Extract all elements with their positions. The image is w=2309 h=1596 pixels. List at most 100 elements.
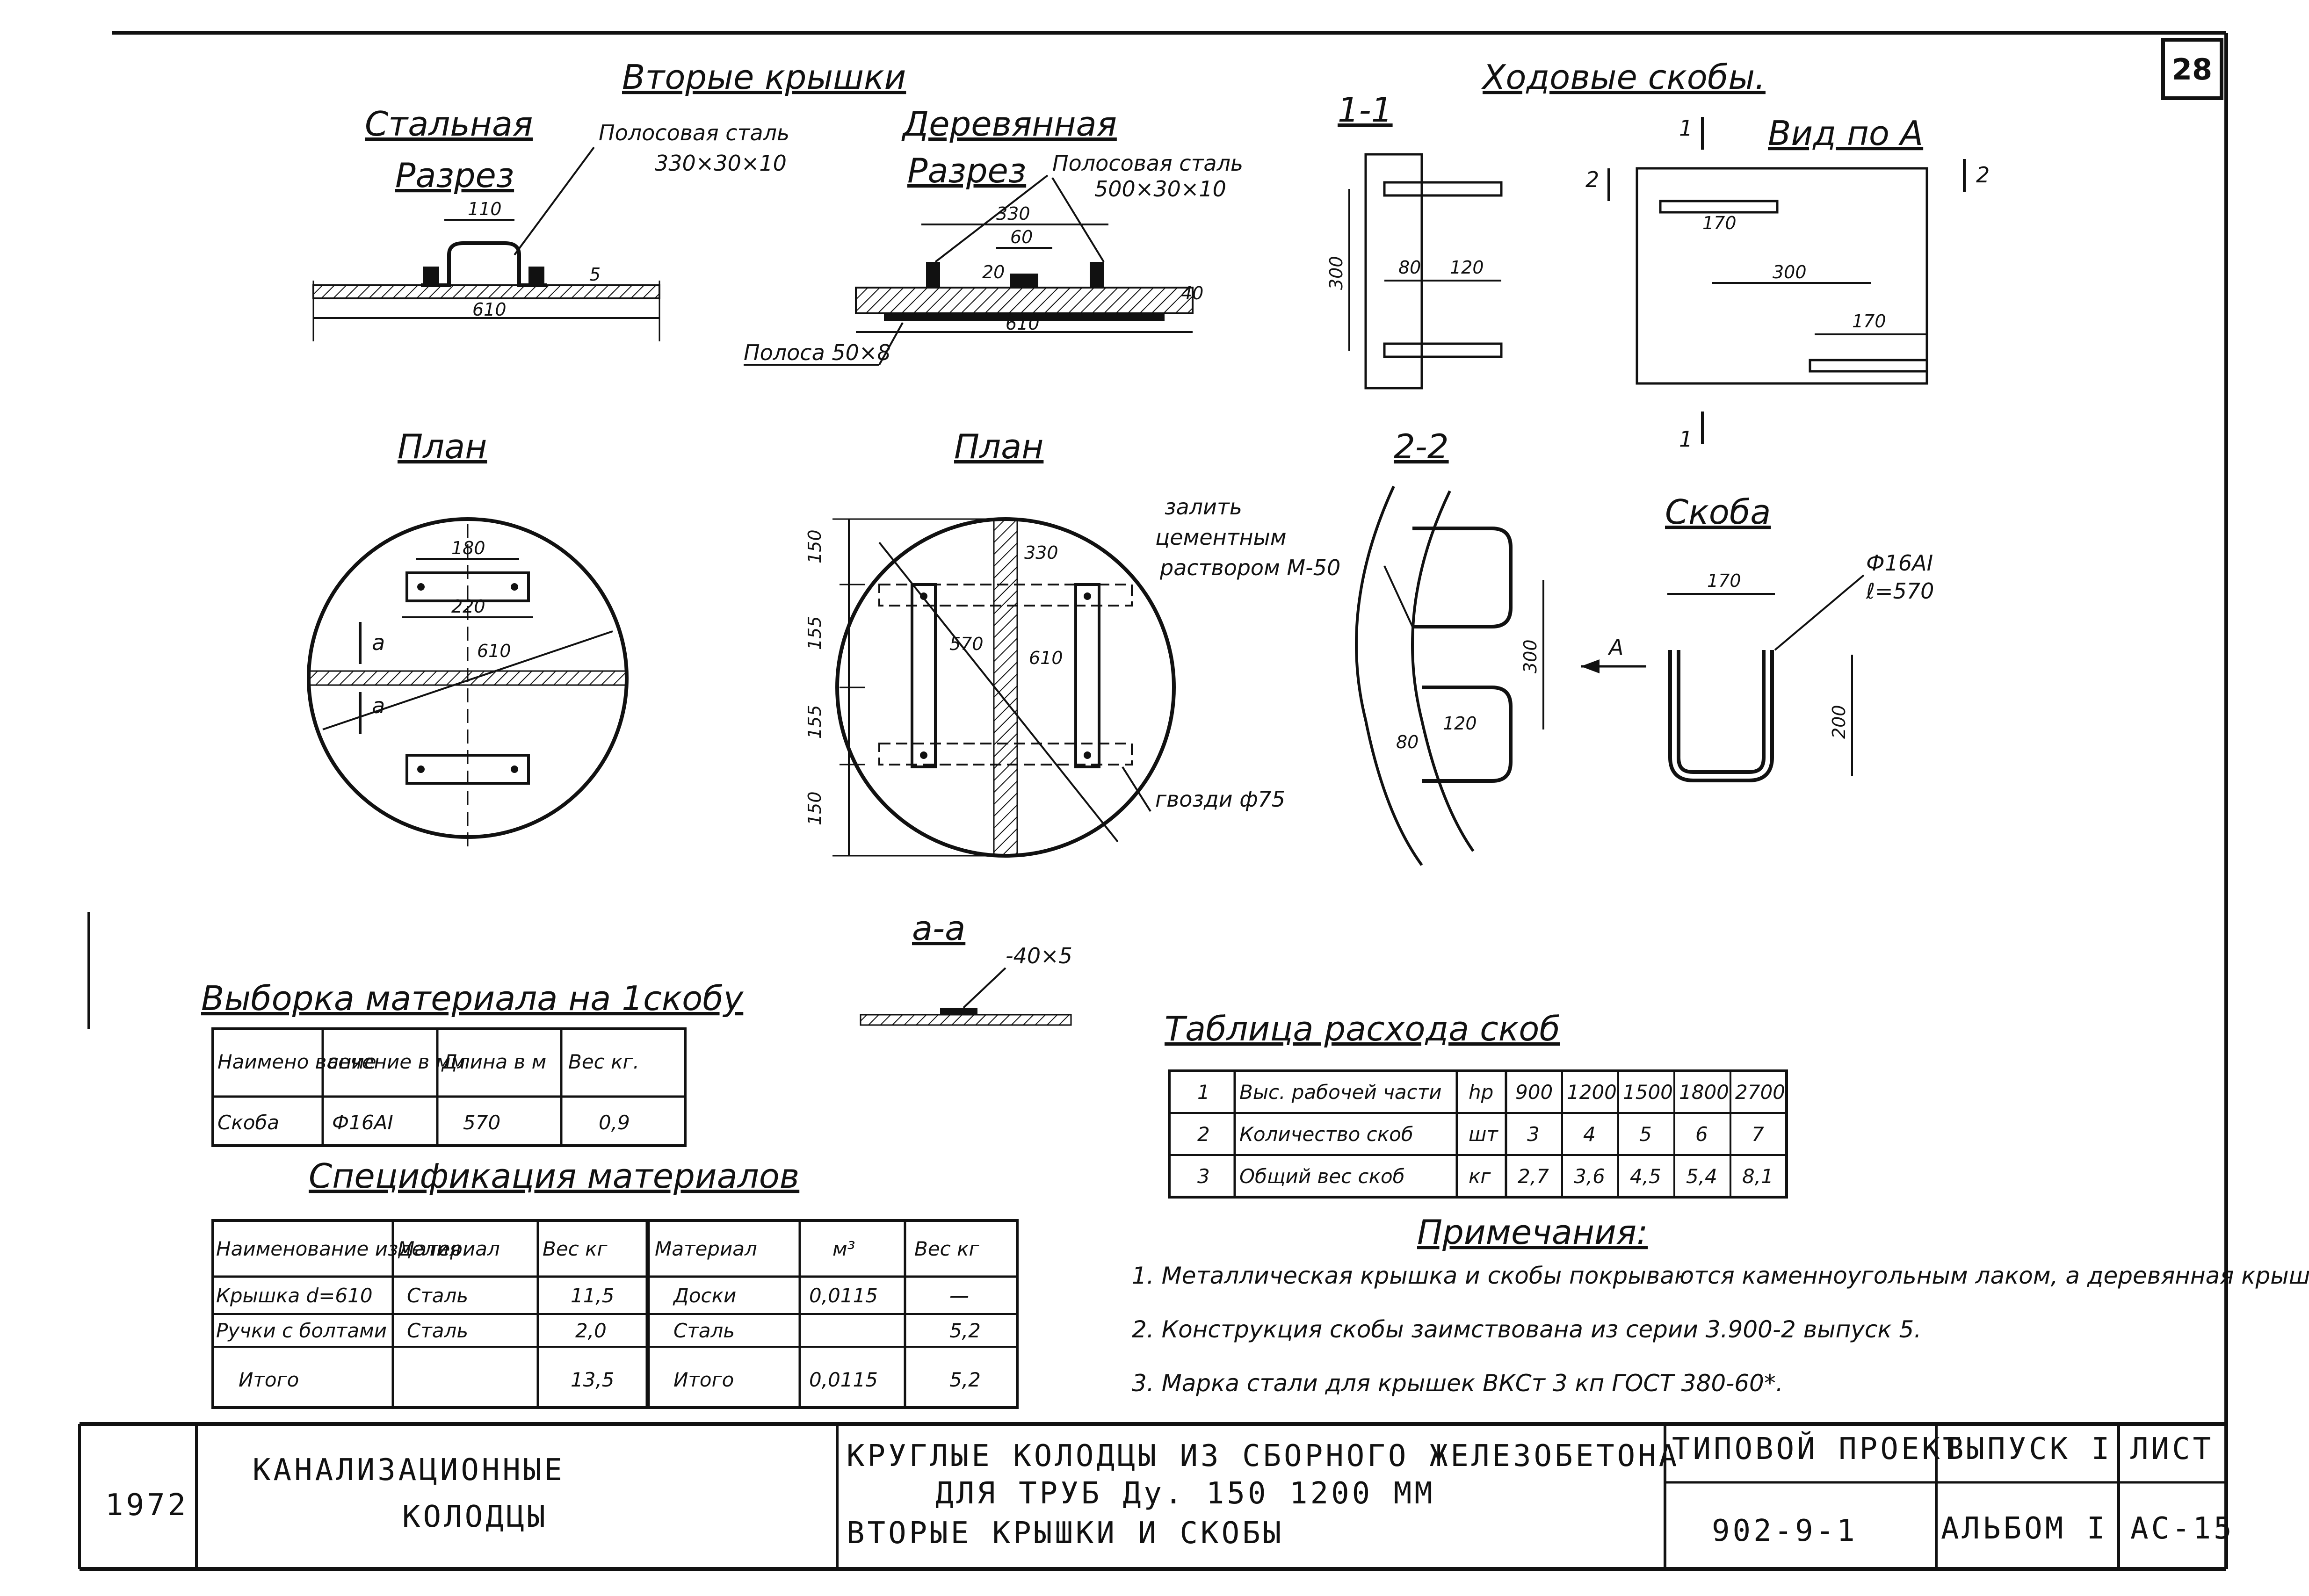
- rung-material-header-name: Наимено вание: [217, 1050, 376, 1073]
- title-album-label: АЛЬБОМ I: [1941, 1511, 2107, 1546]
- consumption-r2-label: Количество скоб: [1239, 1123, 1413, 1146]
- section-2-2-arrow-a: А: [1607, 635, 1623, 660]
- view-a-cut-1-bottom: 1: [1679, 426, 1693, 452]
- steel-section-label: Разрез: [395, 156, 514, 195]
- rung-material-cell-weight: 0,9: [599, 1111, 630, 1134]
- spec-r2-item: Ручки с болтами: [216, 1319, 387, 1342]
- section-2-2-note-line3: раствором М-50: [1159, 555, 1340, 580]
- spec-r3-weight-2: 5,2: [949, 1368, 981, 1391]
- rung-dim-200: 200: [1829, 705, 1849, 739]
- steel-strip-size: 330×30×10: [655, 151, 787, 176]
- wood-cover-title: Деревянная: [901, 104, 1117, 144]
- steel-dim-110: 110: [468, 199, 502, 219]
- consumption-r2-unit: шт: [1469, 1123, 1498, 1146]
- section-2-2-note-line1: залить: [1165, 494, 1242, 520]
- consumption-r1-v5: 2700: [1735, 1081, 1785, 1104]
- consumption-r1-v4: 1800: [1679, 1081, 1729, 1104]
- section-2-2-dim-80: 80: [1396, 732, 1419, 752]
- section-a-a-label: -40×5: [1006, 943, 1072, 968]
- rung-material-table: Выборка материала на 1скобу Наимено вани…: [201, 979, 744, 1147]
- rung-material-header-section: сечение в мм: [327, 1050, 465, 1073]
- note-2: 2. Конструкция скобы заимствована из сер…: [1132, 1316, 1921, 1343]
- title-sheet-label: ЛИСТ: [2130, 1432, 2214, 1466]
- notes-block: Примечания: 1. Металлическая крышка и ск…: [1132, 1213, 2309, 1397]
- spec-r1-weight-2: —: [949, 1284, 969, 1307]
- consumption-r3-v2: 3,6: [1574, 1165, 1605, 1188]
- title-year: 1972: [105, 1488, 188, 1523]
- wood-plan-nails-label: гвозди ф75: [1155, 787, 1285, 812]
- title-org-line1: КАНАЛИЗАЦИОННЫЕ: [253, 1453, 565, 1488]
- wood-dim-610: 610: [1006, 313, 1040, 334]
- rung-material-header-weight: Вес кг.: [568, 1050, 639, 1073]
- spec-header-item: Наименование изделия: [216, 1237, 461, 1260]
- consumption-r1-label: Выс. рабочей части: [1239, 1081, 1441, 1104]
- section-a-a: а-а -40×5: [860, 909, 1072, 1026]
- consumption-r2-v5: 7: [1752, 1123, 1764, 1146]
- section-a-a-title: а-а: [912, 909, 965, 948]
- wood-dim-60: 60: [1010, 227, 1033, 247]
- section-1-1: 1-1 300 80 120: [1326, 90, 1503, 390]
- consumption-r2-v2: 4: [1583, 1123, 1596, 1146]
- steel-plan-title: План: [398, 427, 487, 466]
- wood-strip-size: 500×30×10: [1094, 176, 1226, 202]
- title-desc-line2: ДЛЯ ТРУБ Ду. 150 1200 ММ: [935, 1476, 1435, 1511]
- spec-r1-item: Крышка d=610: [216, 1284, 373, 1307]
- wood-cover-section: Деревянная Разрез Полосовая сталь 500×30…: [744, 104, 1243, 366]
- spec-header-material-1: Материал: [398, 1237, 500, 1260]
- consumption-title: Таблица расхода скоб: [1165, 1009, 1560, 1048]
- steel-cover-title: Стальная: [365, 104, 533, 144]
- wood-dim-40: 40: [1181, 283, 1203, 303]
- consumption-r2-v1: 3: [1527, 1123, 1540, 1146]
- wood-plan-dim-610: 610: [1029, 648, 1063, 668]
- wood-dim-20: 20: [982, 262, 1005, 282]
- spec-title: Спецификация материалов: [309, 1156, 799, 1196]
- wood-section-label: Разрез: [907, 151, 1026, 190]
- rung-length-label: ℓ=570: [1866, 578, 1934, 604]
- sheet-number-box: 28: [2161, 38, 2223, 100]
- wood-plan-dim-330: 330: [1024, 542, 1058, 563]
- consumption-r1-unit: hр: [1469, 1081, 1493, 1104]
- view-a-dim-170-bottom: 170: [1852, 311, 1886, 332]
- title-project-number: 902-9-1: [1712, 1514, 1858, 1548]
- title-issue-label: ВЫПУСК I: [1946, 1432, 2112, 1466]
- rung-material-cell-length: 570: [463, 1111, 500, 1134]
- steel-strip-label: Полосовая сталь: [599, 120, 789, 145]
- title-block: 1972 КАНАЛИЗАЦИОННЫЕ КОЛОДЦЫ КРУГЛЫЕ КОЛ…: [105, 1424, 2232, 1569]
- consumption-r3-no: 3: [1197, 1165, 1210, 1188]
- consumption-r3-v4: 5,4: [1686, 1165, 1717, 1188]
- view-a: Вид по А 1 1 2 2 170 300 170: [1585, 114, 1990, 452]
- spec-r2-material-1: Сталь: [407, 1319, 468, 1342]
- wood-strip-label: Полосовая сталь: [1052, 151, 1243, 176]
- wood-plan-title: План: [954, 427, 1043, 466]
- rung-material-title: Выборка материала на 1скобу: [201, 979, 744, 1018]
- section-1-1-title: 1-1: [1338, 90, 1393, 130]
- spec-r3-item: Итого: [239, 1368, 299, 1391]
- rung-dim-170: 170: [1707, 571, 1741, 591]
- view-a-dim-300: 300: [1773, 262, 1807, 282]
- rung-title: Скоба: [1665, 492, 1771, 532]
- notes-title: Примечания:: [1417, 1213, 1648, 1252]
- title-desc-line1: КРУГЛЫЕ КОЛОДЦЫ ИЗ СБОРНОГО ЖЕЛЕЗОБЕТОНА: [847, 1439, 1679, 1473]
- consumption-r1-no: 1: [1197, 1081, 1210, 1104]
- view-a-cut-2-right: 2: [1976, 162, 1990, 188]
- consumption-r1-v2: 1200: [1567, 1081, 1617, 1104]
- steel-plan-cut-a-top: a: [372, 630, 385, 655]
- section-1-1-dim-80: 80: [1398, 257, 1421, 278]
- wood-plan-dim-570: 570: [949, 634, 984, 654]
- spec-r3-volume: 0,0115: [809, 1368, 878, 1391]
- consumption-r1-v3: 1500: [1623, 1081, 1673, 1104]
- spec-r3-material-2: Итого: [673, 1368, 734, 1391]
- steel-cover-section: Стальная Разрез Полосовая сталь 330×30×1…: [312, 104, 789, 341]
- spec-r2-weight-1: 2,0: [575, 1319, 607, 1342]
- note-3: 3. Марка стали для крышек ВКСт 3 кп ГОСТ…: [1132, 1370, 1783, 1397]
- spec-r1-material-1: Сталь: [407, 1284, 468, 1307]
- sheet-number: 28: [2172, 52, 2212, 87]
- rung-material-cell-name: Скоба: [217, 1111, 279, 1134]
- wood-dim-330: 330: [996, 203, 1030, 224]
- steel-dim-610: 610: [472, 299, 507, 320]
- spec-r1-weight-1: 11,5: [571, 1284, 615, 1307]
- wood-plan-dim-155-a: 155: [804, 616, 825, 650]
- view-a-dim-170-top: 170: [1702, 213, 1737, 233]
- wood-strip-50x8: Полоса 50×8: [744, 340, 891, 365]
- rung-material-header-length: Длина в м: [441, 1050, 546, 1073]
